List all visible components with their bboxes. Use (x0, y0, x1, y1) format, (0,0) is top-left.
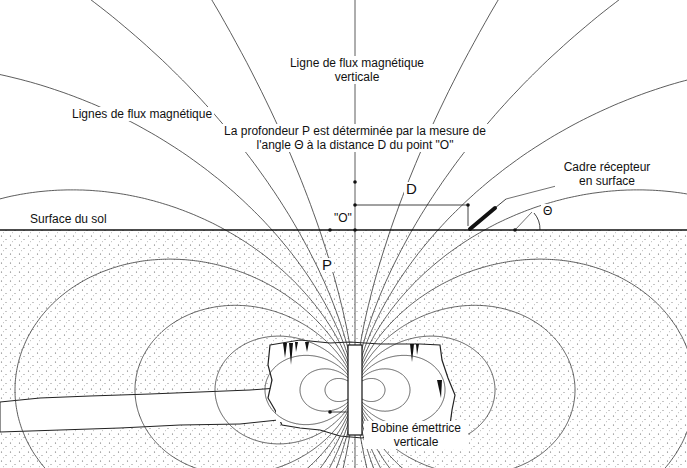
coil-leader (330, 412, 347, 413)
flux-line (355, 369, 410, 411)
depth-label: P (320, 258, 334, 272)
distance-tick (468, 205, 469, 226)
point-o-dot (353, 228, 357, 232)
flux-line (215, 336, 355, 444)
flux-line (0, 190, 355, 468)
flux-line (355, 190, 687, 468)
ground-surface (0, 229, 687, 231)
angle-symbol: Θ (541, 204, 554, 218)
angle-leg (515, 212, 532, 230)
flux-label: Ligne de flux magnétique verticale (280, 56, 434, 84)
distance-line (355, 205, 468, 206)
flux-line (300, 369, 355, 411)
dimension-dot (353, 203, 357, 207)
dimension-dot (353, 180, 357, 184)
transmitter-coil (348, 345, 362, 435)
ground-label: Surface du sol (28, 212, 109, 226)
tunnel (0, 388, 278, 432)
flux-line (355, 305, 575, 468)
receiver-leader (506, 185, 560, 199)
flux-line (135, 305, 355, 468)
note: La profondeur P est déterminée par la me… (218, 124, 492, 152)
point-label: "O" (332, 211, 354, 225)
receiver-axis (495, 199, 506, 208)
leader-dot (328, 410, 332, 414)
distance-label: D (404, 182, 419, 196)
point-o-dot (328, 228, 332, 232)
dimension-dot (466, 203, 470, 207)
flux-line (15, 259, 355, 468)
receiver-label: Cadre récepteur en surface (555, 160, 659, 188)
coil-label: Bobine émettrice verticale (364, 421, 468, 449)
flux-line (355, 259, 687, 468)
flux-label: Lignes de flux magnétique (70, 107, 214, 121)
angle-arc (534, 213, 540, 230)
flux-line (355, 355, 445, 424)
soil (0, 230, 687, 468)
flux-line (265, 355, 355, 424)
receiver-frame (470, 208, 495, 229)
